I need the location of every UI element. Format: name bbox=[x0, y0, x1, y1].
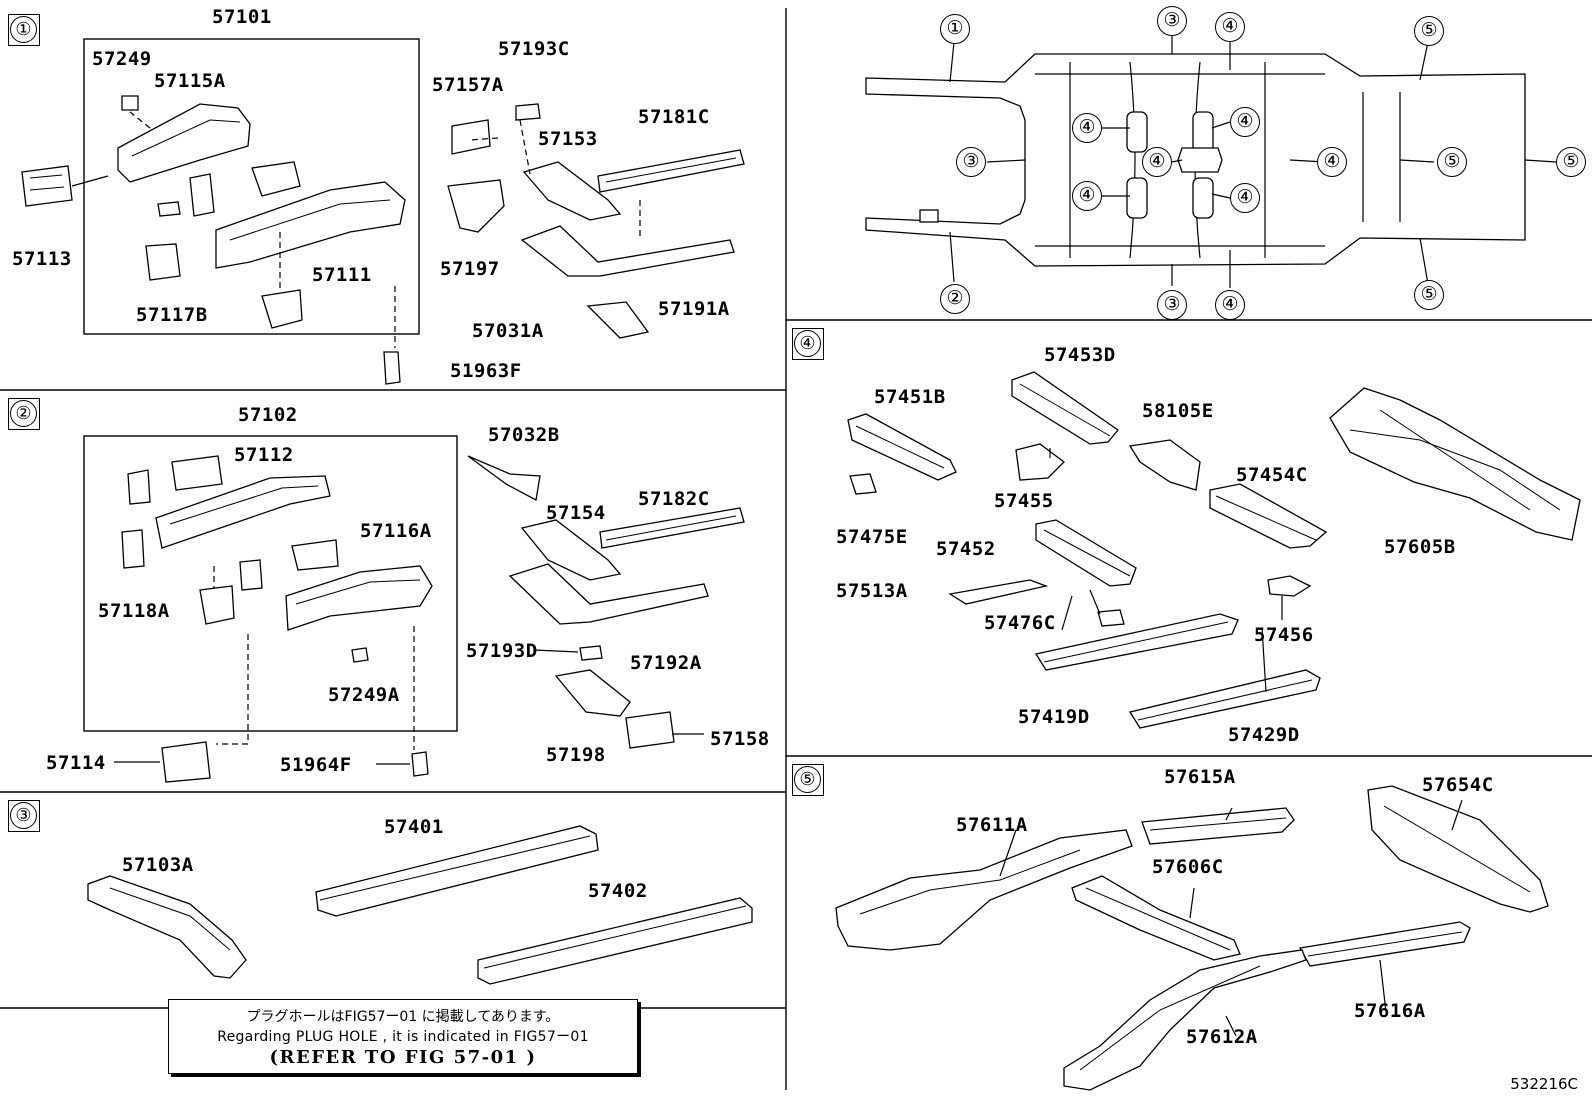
part-label: 57032B bbox=[488, 424, 560, 446]
overview-callout-5: ⑤ bbox=[1414, 16, 1444, 46]
part-label: 57475E bbox=[836, 526, 908, 548]
part-label: 57181C bbox=[638, 106, 710, 128]
overview-callout-2: ② bbox=[940, 284, 970, 314]
overview-callout-5: ⑤ bbox=[1556, 147, 1586, 177]
part-label: 57116A bbox=[360, 520, 432, 542]
part-label: 57606C bbox=[1152, 856, 1224, 878]
overview-callout-4: ④ bbox=[1215, 290, 1245, 320]
overview-callout-4: ④ bbox=[1215, 12, 1245, 42]
part-label: 57616A bbox=[1354, 1000, 1426, 1022]
part-label: 57101 bbox=[212, 6, 272, 28]
overview-leaders bbox=[949, 32, 1557, 288]
assembly-box-57102 bbox=[83, 435, 458, 732]
overview-callout-3: ③ bbox=[1157, 290, 1187, 320]
section-number: ④ bbox=[794, 330, 821, 357]
section2-parts bbox=[114, 455, 745, 783]
section-number: ③ bbox=[10, 802, 37, 829]
part-label: 57198 bbox=[546, 744, 606, 766]
note-japanese-text: プラグホールはFIG57ー01 に掲載してあります。 bbox=[246, 1009, 560, 1025]
overview-callout-4: ④ bbox=[1230, 107, 1260, 137]
part-label: 57197 bbox=[440, 258, 500, 280]
part-label: 57192A bbox=[630, 652, 702, 674]
part-label: 57112 bbox=[234, 444, 294, 466]
overview-callout-4: ④ bbox=[1072, 113, 1102, 143]
part-label: 57455 bbox=[994, 490, 1054, 512]
part-label: 57451B bbox=[874, 386, 946, 408]
part-label: 57612A bbox=[1186, 1026, 1258, 1048]
part-label: 57615A bbox=[1164, 766, 1236, 788]
part-label: 57191A bbox=[658, 298, 730, 320]
part-label: 57193C bbox=[498, 38, 570, 60]
part-label: 57103A bbox=[122, 854, 194, 876]
overview-callout-1: ① bbox=[940, 14, 970, 44]
section-number: ⑤ bbox=[794, 766, 821, 793]
part-label: 57158 bbox=[710, 728, 770, 750]
part-label: 57111 bbox=[312, 264, 372, 286]
overview-callout-3: ③ bbox=[1157, 6, 1187, 36]
assembly-box-57101 bbox=[83, 38, 420, 335]
overview-callout-3: ③ bbox=[956, 147, 986, 177]
part-label: 57402 bbox=[588, 880, 648, 902]
part-label: 57153 bbox=[538, 128, 598, 150]
overview-callout-4: ④ bbox=[1072, 181, 1102, 211]
part-label: 57654C bbox=[1422, 774, 1494, 796]
section-number: ② bbox=[10, 400, 37, 427]
part-label: 51963F bbox=[450, 360, 522, 382]
note-english-text: Regarding PLUG HOLE , it is indicated in… bbox=[217, 1029, 589, 1045]
part-label: 57182C bbox=[638, 488, 710, 510]
section-marker-2: ② bbox=[8, 398, 40, 430]
part-label: 51964F bbox=[280, 754, 352, 776]
part-label: 57456 bbox=[1254, 624, 1314, 646]
section1-parts bbox=[21, 95, 745, 385]
part-label: 57454C bbox=[1236, 464, 1308, 486]
note-reference-text: (REFER TO FIG 57-01 ) bbox=[269, 1047, 537, 1068]
part-label: 57193D bbox=[466, 640, 538, 662]
overview-floor-plan bbox=[865, 53, 1526, 267]
section-number: ① bbox=[10, 16, 37, 43]
part-label: 57401 bbox=[384, 816, 444, 838]
part-label: 57157A bbox=[432, 74, 504, 96]
overview-callout-4: ④ bbox=[1142, 147, 1172, 177]
part-label: 57249 bbox=[92, 48, 152, 70]
section-marker-1: ① bbox=[8, 14, 40, 46]
figure-code: 532216C bbox=[1510, 1075, 1578, 1093]
part-label: 57102 bbox=[238, 404, 298, 426]
section5-parts bbox=[835, 785, 1549, 1091]
part-label: 57611A bbox=[956, 814, 1028, 836]
part-label: 57113 bbox=[12, 248, 72, 270]
part-label: 57605B bbox=[1384, 536, 1456, 558]
part-label: 57117B bbox=[136, 304, 208, 326]
part-label: 57429D bbox=[1228, 724, 1300, 746]
part-label: 57513A bbox=[836, 580, 908, 602]
part-label: 57118A bbox=[98, 600, 170, 622]
part-label: 57452 bbox=[936, 538, 996, 560]
overview-callout-5: ⑤ bbox=[1414, 280, 1444, 310]
section-marker-4: ④ bbox=[792, 328, 824, 360]
plug-hole-note: プラグホールはFIG57ー01 に掲載してあります。 Regarding PLU… bbox=[168, 999, 638, 1074]
part-label: 57476C bbox=[984, 612, 1056, 634]
section-marker-3: ③ bbox=[8, 800, 40, 832]
part-label: 57154 bbox=[546, 502, 606, 524]
part-label: 58105E bbox=[1142, 400, 1214, 422]
section-marker-5: ⑤ bbox=[792, 764, 824, 796]
part-label: 57419D bbox=[1018, 706, 1090, 728]
overview-callout-4: ④ bbox=[1230, 183, 1260, 213]
part-label: 57453D bbox=[1044, 344, 1116, 366]
overview-callout-5: ⑤ bbox=[1437, 147, 1467, 177]
part-label: 57031A bbox=[472, 320, 544, 342]
overview-callout-4: ④ bbox=[1317, 147, 1347, 177]
section3-parts bbox=[87, 825, 753, 985]
part-label: 57249A bbox=[328, 684, 400, 706]
section4-parts bbox=[847, 371, 1581, 729]
part-label: 57114 bbox=[46, 752, 106, 774]
part-label: 57115A bbox=[154, 70, 226, 92]
